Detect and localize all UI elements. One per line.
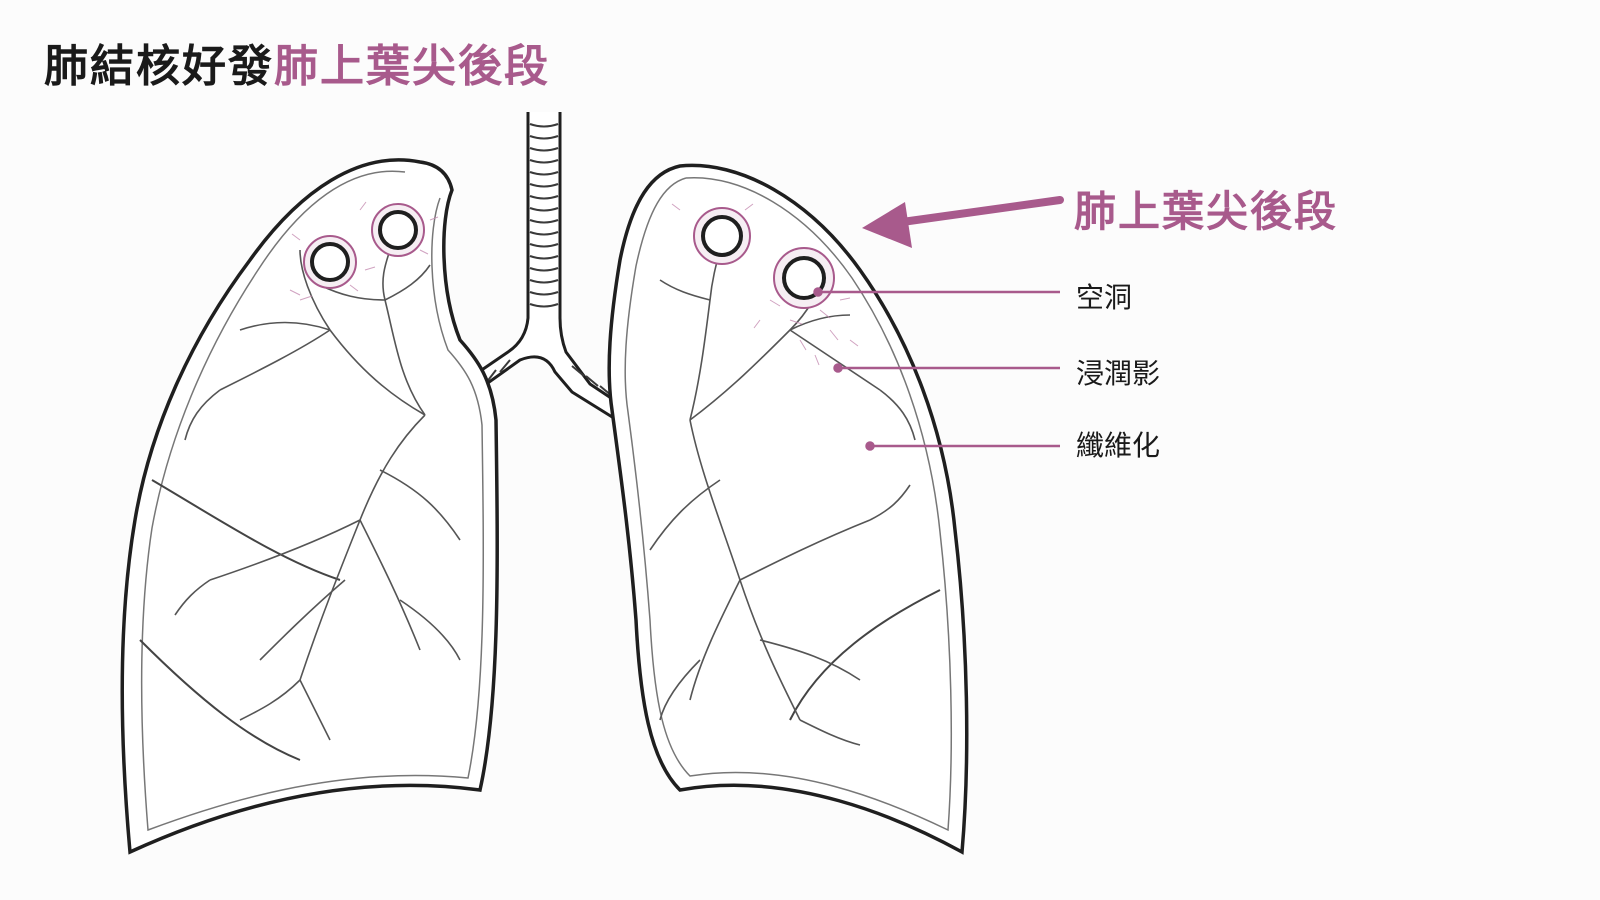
cavity-right-1: [303, 235, 357, 289]
leader-lines: [813, 287, 1060, 451]
cavities: [303, 203, 835, 309]
cavity-right-2: [371, 203, 425, 257]
trachea-ring: [529, 147, 559, 152]
pointer-arrow: [862, 196, 1064, 248]
title-highlight: 肺上葉尖後段: [274, 41, 550, 92]
trachea-ring: [529, 171, 559, 176]
bronchus-ring: [499, 359, 511, 373]
bronchus-ring: [571, 365, 585, 377]
trachea-ring: [529, 279, 559, 284]
trachea-ring: [529, 123, 559, 128]
trachea-ring: [529, 291, 559, 296]
label-cavity: 空洞: [1076, 281, 1133, 314]
infiltrate-shading: [289, 201, 859, 366]
left-bronchial-tree: [649, 249, 916, 746]
cavity-left-2: [773, 247, 835, 309]
trachea-ring: [529, 159, 559, 164]
page-title: 肺結核好發肺上葉尖後段: [44, 30, 550, 94]
left-lung: [607, 163, 969, 855]
label-fibrosis: 纖維化: [1076, 429, 1161, 462]
label-infiltrate: 浸潤影: [1076, 357, 1161, 390]
trachea-ring: [529, 183, 559, 188]
trachea-ring: [529, 267, 559, 272]
trachea-ring: [529, 243, 559, 248]
trachea-ring: [529, 231, 559, 236]
cavity-left-1: [693, 207, 751, 265]
trachea-ring: [529, 207, 559, 212]
label-upper-lobe: 肺上葉尖後段: [1074, 187, 1339, 236]
trachea-ring: [529, 255, 559, 260]
trachea-ring: [529, 195, 559, 200]
trachea-ring: [529, 135, 559, 140]
bronchus-ring: [585, 375, 599, 387]
right-bronchial-tree: [174, 249, 461, 741]
right-lung: [120, 158, 499, 855]
trachea-ring: [529, 303, 559, 308]
title-prefix: 肺結核好發: [44, 41, 274, 92]
trachea-ring: [529, 219, 559, 224]
trachea: [422, 112, 638, 427]
